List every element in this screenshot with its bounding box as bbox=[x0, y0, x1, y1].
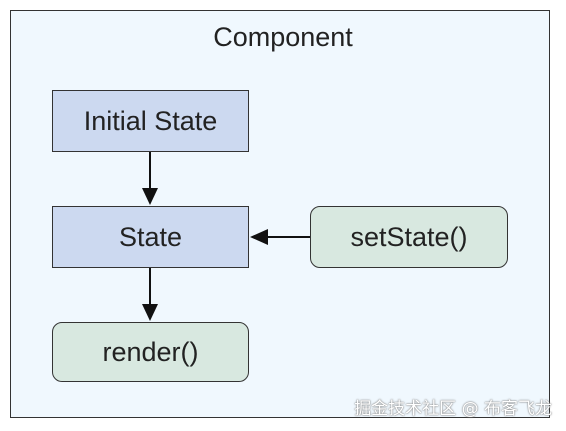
component-label-text: Component bbox=[213, 22, 353, 52]
component-label: Component bbox=[0, 22, 566, 53]
edge-setstate-to-state bbox=[250, 229, 310, 245]
arrowhead-down-icon bbox=[142, 188, 158, 205]
state-node: State bbox=[52, 206, 249, 268]
arrowhead-down-icon bbox=[142, 304, 158, 321]
set-state-label: setState() bbox=[350, 221, 468, 252]
edge-initial-to-state bbox=[142, 152, 158, 205]
initial-state-label: Initial State bbox=[83, 105, 218, 136]
arrowhead-left-icon bbox=[250, 229, 268, 245]
initial-state-node: Initial State bbox=[52, 90, 249, 152]
watermark: 掘金技术社区 @ 布客飞龙 bbox=[354, 399, 552, 419]
render-label: render() bbox=[102, 336, 199, 367]
set-state-node: setState() bbox=[310, 206, 508, 268]
state-label: State bbox=[118, 221, 183, 252]
edge-state-to-render bbox=[142, 268, 158, 321]
render-node: render() bbox=[52, 322, 249, 382]
